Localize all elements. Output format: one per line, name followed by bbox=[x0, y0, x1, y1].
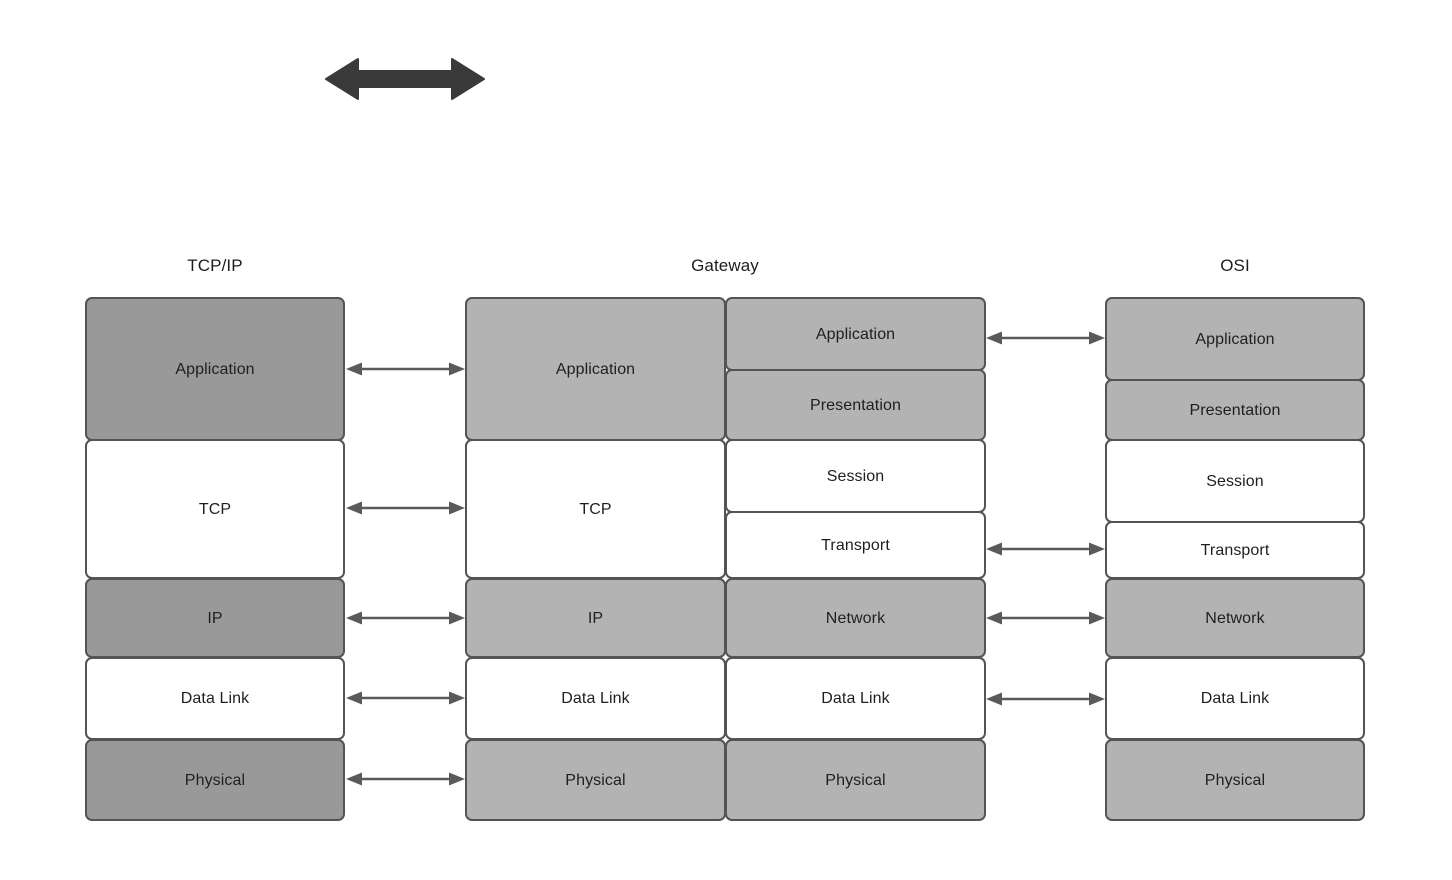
layer-gateway-left-physical[interactable]: Physical bbox=[465, 739, 726, 821]
layer-gateway-left-tcp[interactable]: TCP bbox=[465, 439, 726, 579]
layer-gateway-left-data-link[interactable]: Data Link bbox=[465, 657, 726, 740]
connector-arrow-tcpip-tcp bbox=[345, 497, 466, 519]
layer-gateway-left-application[interactable]: Application bbox=[465, 297, 726, 441]
connector-arrow-osi-application bbox=[985, 327, 1106, 349]
layer-tcpip-physical[interactable]: Physical bbox=[85, 739, 345, 821]
bidirectional-arrow-icon bbox=[322, 53, 488, 105]
connector-arrow-tcpip-application bbox=[345, 358, 466, 380]
column-header-osi: OSI bbox=[1220, 256, 1250, 275]
layer-gateway-right-application[interactable]: Application bbox=[725, 297, 986, 371]
layer-osi-physical[interactable]: Physical bbox=[1105, 739, 1365, 821]
layer-osi-application[interactable]: Application bbox=[1105, 297, 1365, 381]
layer-gateway-right-physical[interactable]: Physical bbox=[725, 739, 986, 821]
layer-gateway-right-data-link[interactable]: Data Link bbox=[725, 657, 986, 740]
layer-tcpip-tcp[interactable]: TCP bbox=[85, 439, 345, 579]
layer-osi-session[interactable]: Session bbox=[1105, 439, 1365, 523]
layer-tcpip-data-link[interactable]: Data Link bbox=[85, 657, 345, 740]
connector-arrow-tcpip-physical bbox=[345, 768, 466, 790]
layer-tcpip-application[interactable]: Application bbox=[85, 297, 345, 441]
layer-tcpip-ip[interactable]: IP bbox=[85, 578, 345, 658]
connector-arrow-tcpip-data-link bbox=[345, 687, 466, 709]
column-header-gateway: Gateway bbox=[691, 256, 759, 275]
layer-gateway-right-network[interactable]: Network bbox=[725, 578, 986, 658]
layer-gateway-right-session[interactable]: Session bbox=[725, 439, 986, 513]
layer-osi-data-link[interactable]: Data Link bbox=[1105, 657, 1365, 740]
connector-arrow-tcpip-ip bbox=[345, 607, 466, 629]
connector-arrow-osi-network bbox=[985, 607, 1106, 629]
connector-arrow-osi-transport bbox=[985, 538, 1106, 560]
layer-osi-transport[interactable]: Transport bbox=[1105, 521, 1365, 579]
connector-arrow-osi-data-link bbox=[985, 688, 1106, 710]
layer-gateway-left-ip[interactable]: IP bbox=[465, 578, 726, 658]
layer-osi-presentation[interactable]: Presentation bbox=[1105, 379, 1365, 441]
layer-gateway-right-transport[interactable]: Transport bbox=[725, 511, 986, 579]
column-header-tcpip: TCP/IP bbox=[187, 256, 243, 275]
layer-osi-network[interactable]: Network bbox=[1105, 578, 1365, 658]
layer-gateway-right-presentation[interactable]: Presentation bbox=[725, 369, 986, 441]
